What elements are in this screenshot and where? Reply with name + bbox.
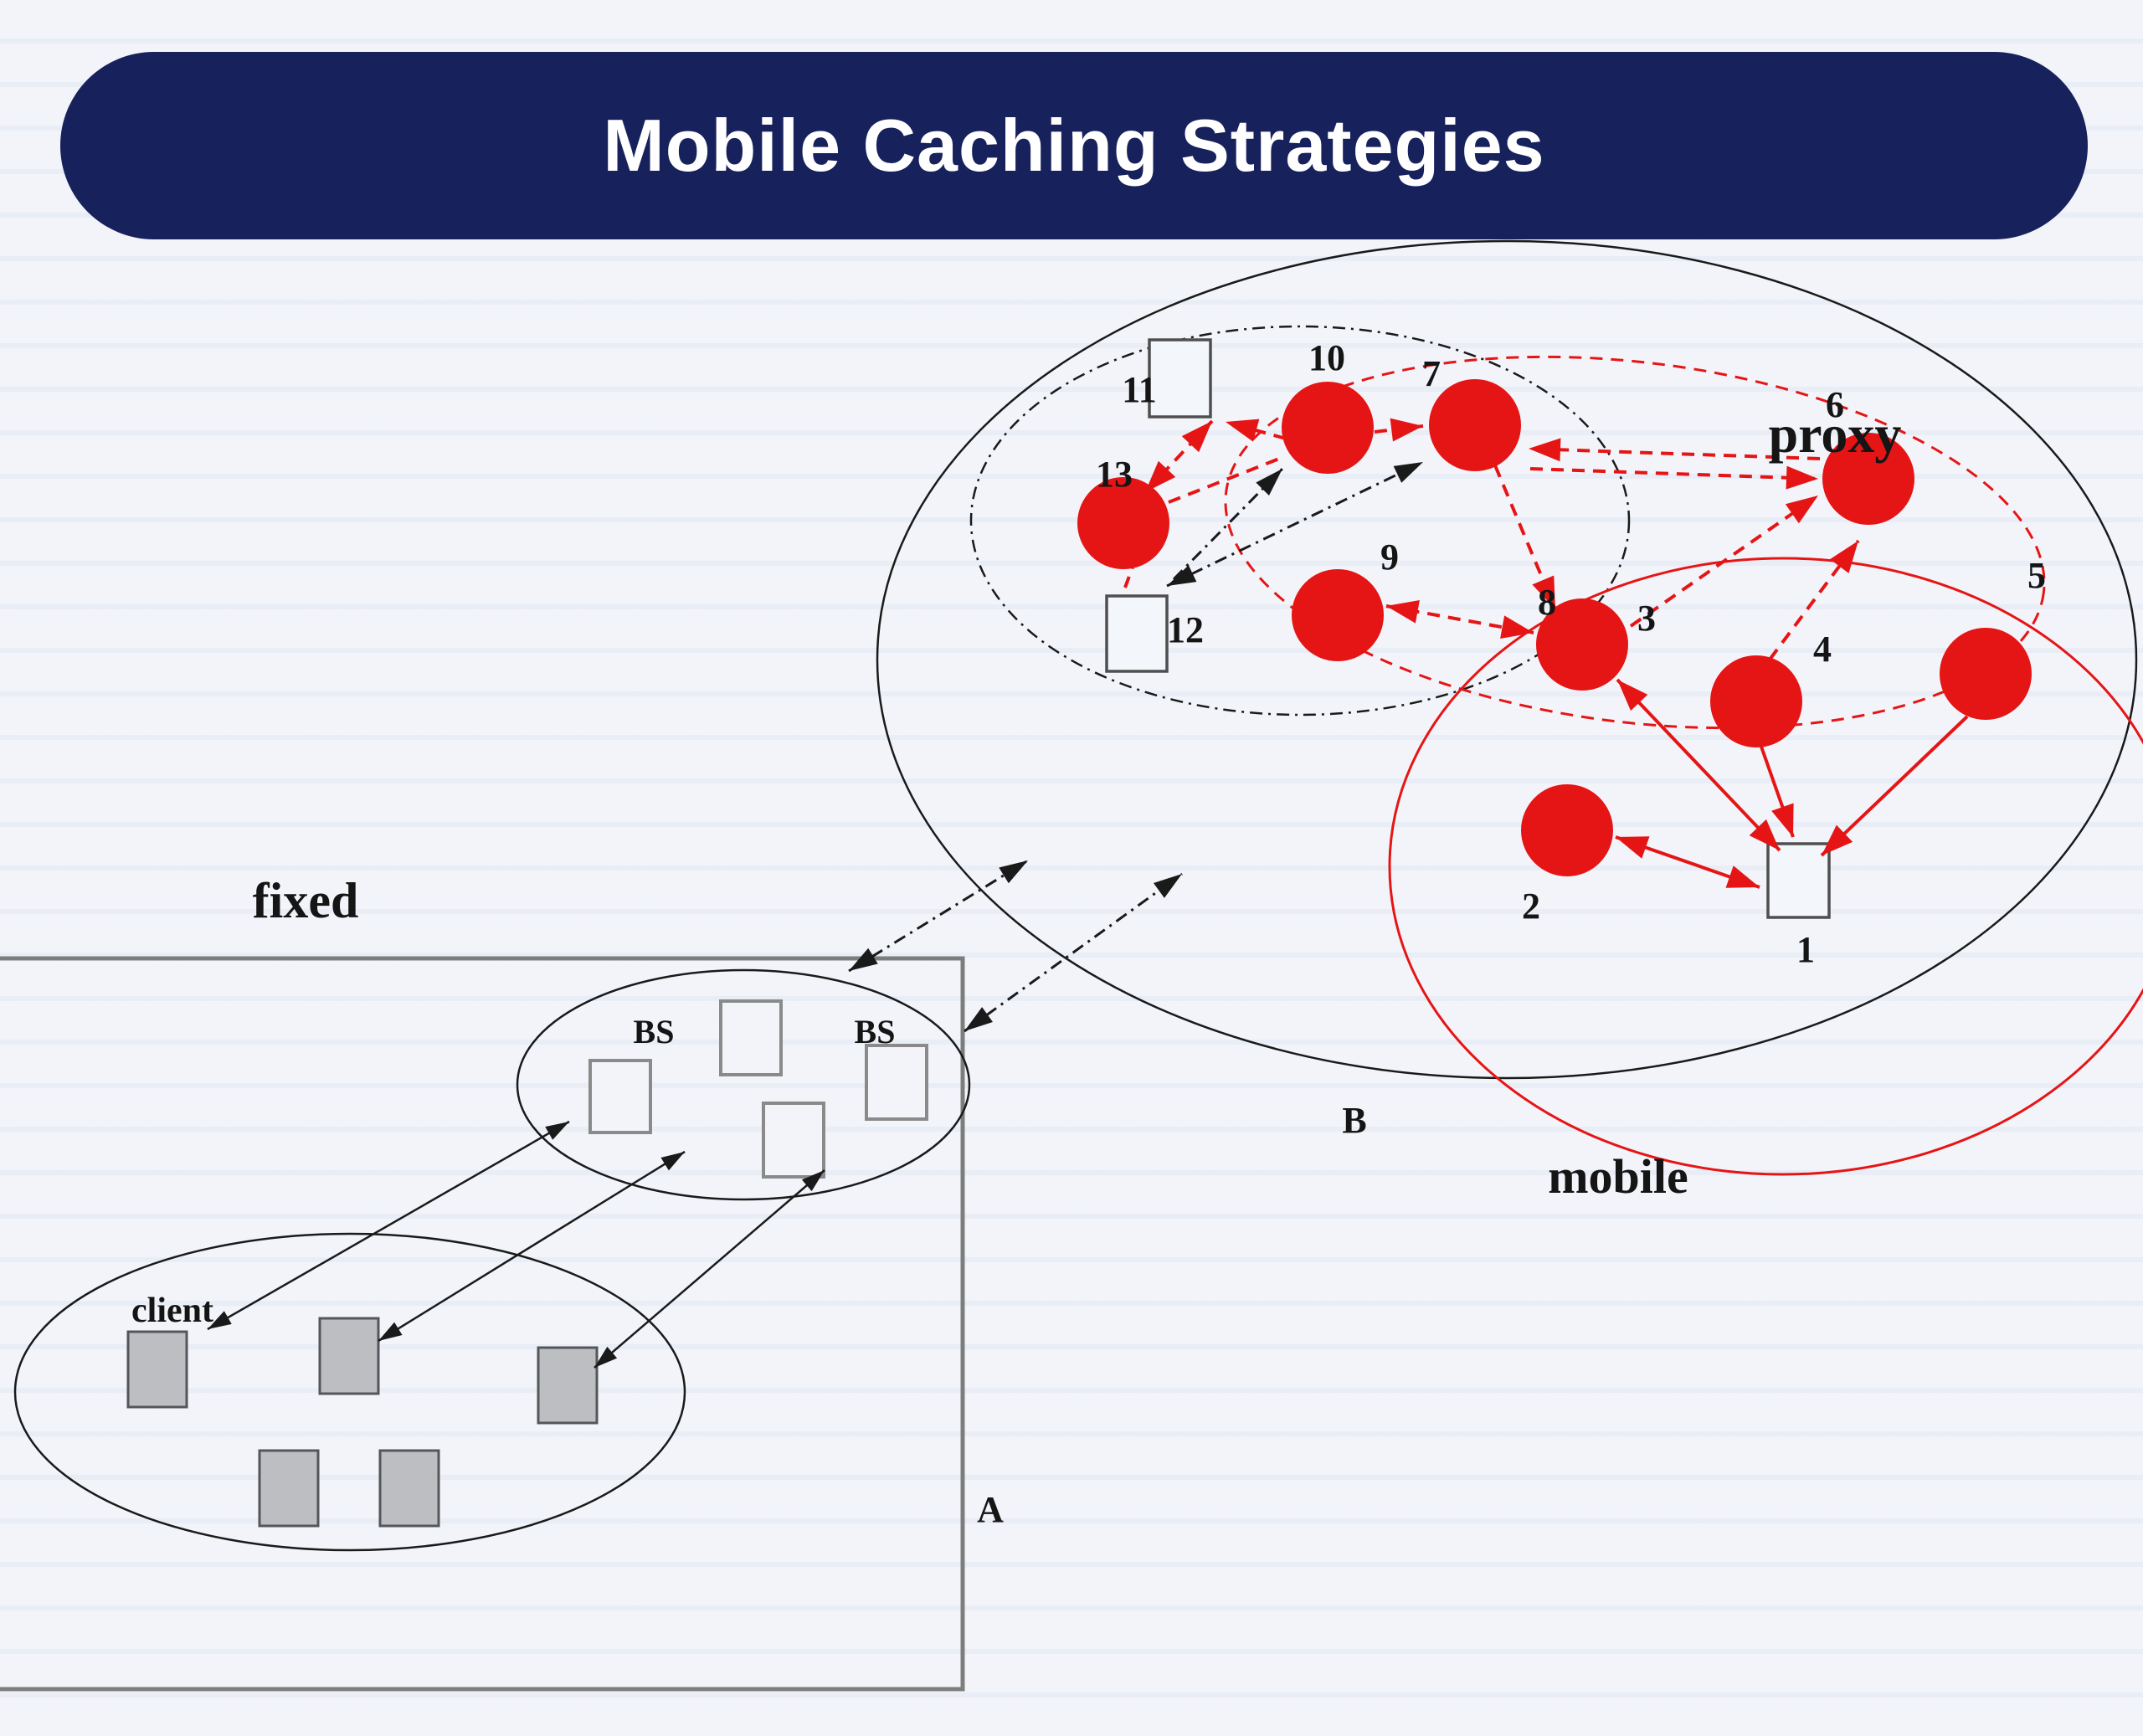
edge-3-1-arrowhead [1749,819,1780,850]
node-10 [1282,382,1374,474]
bs-rect-2 [719,999,783,1076]
edge-client-bs-3 [594,1169,825,1369]
cache-square-1 [1766,842,1831,919]
edge-client-bs-2 [378,1150,686,1343]
edge-9-8-arrowhead [1500,615,1534,639]
edge-3-1-arrowhead [1617,680,1648,711]
node-label-4: 4 [1813,629,1832,670]
edge-client-bs-1-arrowhead [545,1122,569,1140]
region-label-client: client [131,1292,213,1330]
ellipse-proxy-domain [1224,355,2046,730]
proxy-label: proxy [1769,404,1902,464]
client-rect-1 [126,1330,188,1409]
edge-5-1 [1820,715,1969,857]
node-label-1: 1 [1796,929,1815,970]
edge-10-7-arrowhead [1390,418,1423,442]
edge-bs-net-b [964,872,1183,1033]
node-8 [1536,598,1628,691]
edge-5-1-arrowhead [1822,824,1853,855]
edge-12-7-arrowhead [1393,462,1423,483]
edge-bs-net-a-arrowhead [849,948,878,971]
bs-rect-4 [865,1044,928,1121]
edge-client-bs-1 [207,1120,570,1331]
node-9 [1292,569,1384,661]
edge-10-11-arrowhead [1226,419,1260,442]
node-5 [1940,628,2032,720]
node-label-3: 3 [1637,598,1656,639]
edge-bs-net-b-arrowhead [1154,874,1182,898]
edge-7-8-arrowhead [1532,575,1555,609]
edge-bs-net-a-arrowhead [999,860,1028,884]
bs-rect-1 [588,1059,652,1134]
bs-label-1: BS [634,1013,675,1050]
cache-square-12 [1105,594,1169,673]
edge-3-1 [1616,678,1781,852]
node-6 [1822,433,1914,525]
ellipse-network-boundary [876,239,2138,1080]
node-2 [1521,784,1613,876]
edge-4-6-arrowhead [1830,541,1858,573]
edge-3-6-arrowhead [1785,496,1818,524]
edge-3-6 [1629,494,1820,628]
edge-12-7 [1166,460,1424,588]
ellipse-mobile-domain [1388,557,2143,1176]
region-label-a: A [977,1489,1004,1530]
edge-bs-net-a [848,859,1029,973]
edge-6-7-arrowhead [1529,438,1561,462]
edge-6-7 [1528,447,1821,460]
edge-12-10-arrowhead [1256,469,1282,496]
edge-client-bs-3-arrowhead [801,1170,825,1192]
edge-7-6-arrowhead [1786,465,1818,490]
ellipse-bs-cell [516,968,971,1201]
bs-rect-3 [762,1102,825,1179]
node-label-8: 8 [1538,582,1556,623]
node-13 [1077,477,1169,569]
node-label-10: 10 [1308,337,1345,378]
edge-bs-net-b-arrowhead [964,1007,993,1031]
edge-13-11 [1143,419,1214,494]
edge-9-8-arrowhead [1386,600,1420,624]
region-label-b: B [1342,1100,1366,1141]
ellipse-client-cell [13,1232,686,1552]
node-7 [1429,379,1521,471]
edge-2-1-arrowhead [1616,836,1650,859]
node-label-12: 12 [1167,609,1204,650]
fixed-network-boundary [0,956,965,1692]
node-label-6: 6 [1826,384,1844,425]
edge-13-12 [1123,537,1145,588]
node-label-11: 11 [1122,369,1157,410]
edge-7-6 [1529,467,1819,480]
region-label-fixed: fixed [253,873,359,928]
edge-4-1-arrowhead [1771,803,1794,837]
client-rect-2 [318,1317,380,1395]
edge-13-11-arrowhead [1181,421,1212,453]
bs-label-2: BS [855,1013,896,1050]
client-rect-3 [537,1346,599,1425]
node-label-13: 13 [1096,454,1133,495]
edge-client-bs-2-arrowhead [660,1152,685,1171]
edge-13-11-arrowhead [1145,460,1176,492]
edge-client-bs-1-arrowhead [208,1311,232,1329]
page-title: Mobile Caching Strategies [603,104,1545,187]
edge-4-6 [1768,539,1860,661]
client-rect-5 [378,1449,440,1528]
cache-square-11 [1148,338,1212,419]
edge-12-7-arrowhead [1167,565,1197,586]
node-label-2: 2 [1522,886,1540,927]
node-label-5: 5 [2027,555,2046,596]
edge-client-bs-2-arrowhead [378,1322,403,1341]
edge-2-1-arrowhead [1725,865,1760,888]
client-rect-4 [258,1449,320,1528]
node-4 [1710,655,1802,747]
region-label-mobile: mobile [1548,1149,1688,1204]
node-label-9: 9 [1380,537,1399,578]
title-banner: Mobile Caching Strategies [60,52,2088,239]
node-label-7: 7 [1422,353,1441,394]
edge-client-bs-3-arrowhead [594,1346,618,1368]
ellipse-inner-cluster [969,325,1631,716]
